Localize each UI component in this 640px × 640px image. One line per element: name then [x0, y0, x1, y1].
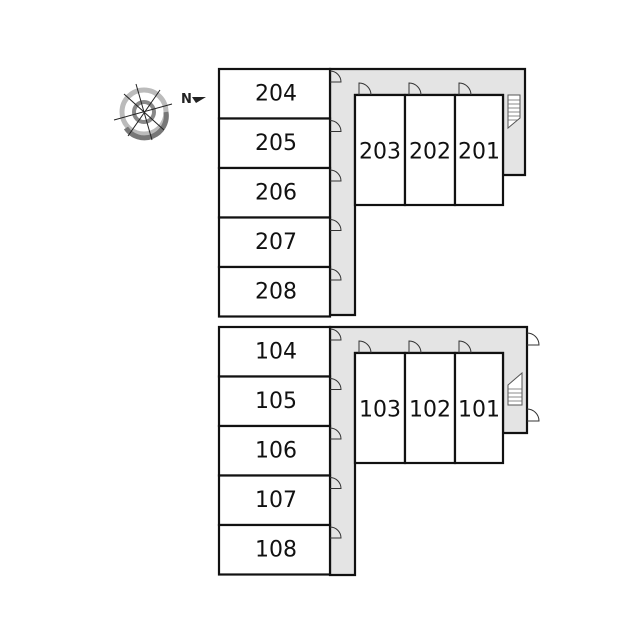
door-icon	[329, 70, 342, 83]
door-icon	[458, 82, 472, 96]
room-201[interactable]: 201	[453, 82, 505, 207]
door-icon	[329, 328, 342, 341]
room-204[interactable]: 204	[217, 67, 342, 120]
room-207[interactable]: 207	[217, 216, 342, 269]
room-number: 205	[255, 131, 297, 156]
room-number: 108	[255, 538, 297, 563]
room-number: 206	[255, 181, 297, 206]
stairs-floor-1	[507, 371, 523, 406]
door-icon	[329, 268, 342, 281]
room-202[interactable]: 202	[403, 82, 457, 207]
floor-2: 204 205 206 207 208 203 202 201	[217, 67, 527, 318]
room-108[interactable]: 108	[217, 523, 342, 576]
stairs-floor-2	[507, 94, 521, 130]
room-208[interactable]: 208	[217, 265, 342, 318]
room-number: 203	[359, 140, 401, 165]
room-205[interactable]: 205	[217, 117, 342, 170]
room-203[interactable]: 203	[353, 82, 407, 207]
door-icon	[408, 82, 422, 96]
door-icon	[526, 332, 540, 346]
door-icon	[358, 340, 372, 354]
room-number: 202	[409, 140, 451, 165]
room-number: 105	[255, 389, 297, 414]
door-icon	[526, 408, 540, 422]
door-icon	[329, 169, 342, 182]
door-icon	[458, 340, 472, 354]
door-icon	[329, 378, 342, 390]
door-icon	[329, 477, 342, 489]
door-icon	[408, 340, 422, 354]
room-number: 106	[255, 439, 297, 464]
room-number: 107	[255, 488, 297, 513]
room-106[interactable]: 106	[217, 424, 342, 477]
room-206[interactable]: 206	[217, 166, 342, 219]
room-number: 207	[255, 230, 297, 255]
room-107[interactable]: 107	[217, 474, 342, 527]
room-number: 102	[409, 398, 451, 423]
room-101[interactable]: 101	[453, 340, 505, 465]
north-label: N	[181, 92, 192, 107]
room-number: 201	[458, 140, 500, 165]
room-number: 208	[255, 280, 297, 305]
room-number: 104	[255, 340, 297, 365]
door-icon	[329, 427, 342, 440]
door-icon	[329, 219, 342, 231]
room-102[interactable]: 102	[403, 340, 457, 465]
room-103[interactable]: 103	[353, 340, 407, 465]
compass-icon: N	[113, 83, 206, 141]
door-icon	[329, 120, 342, 132]
door-icon	[329, 526, 342, 539]
room-104[interactable]: 104	[217, 325, 342, 378]
room-105[interactable]: 105	[217, 375, 342, 428]
door-icon	[358, 82, 372, 96]
floor-1: 104 105 106 107 108 103 102 101	[217, 325, 540, 577]
room-number: 204	[255, 82, 297, 107]
room-number: 103	[359, 398, 401, 423]
room-number: 101	[458, 398, 500, 423]
